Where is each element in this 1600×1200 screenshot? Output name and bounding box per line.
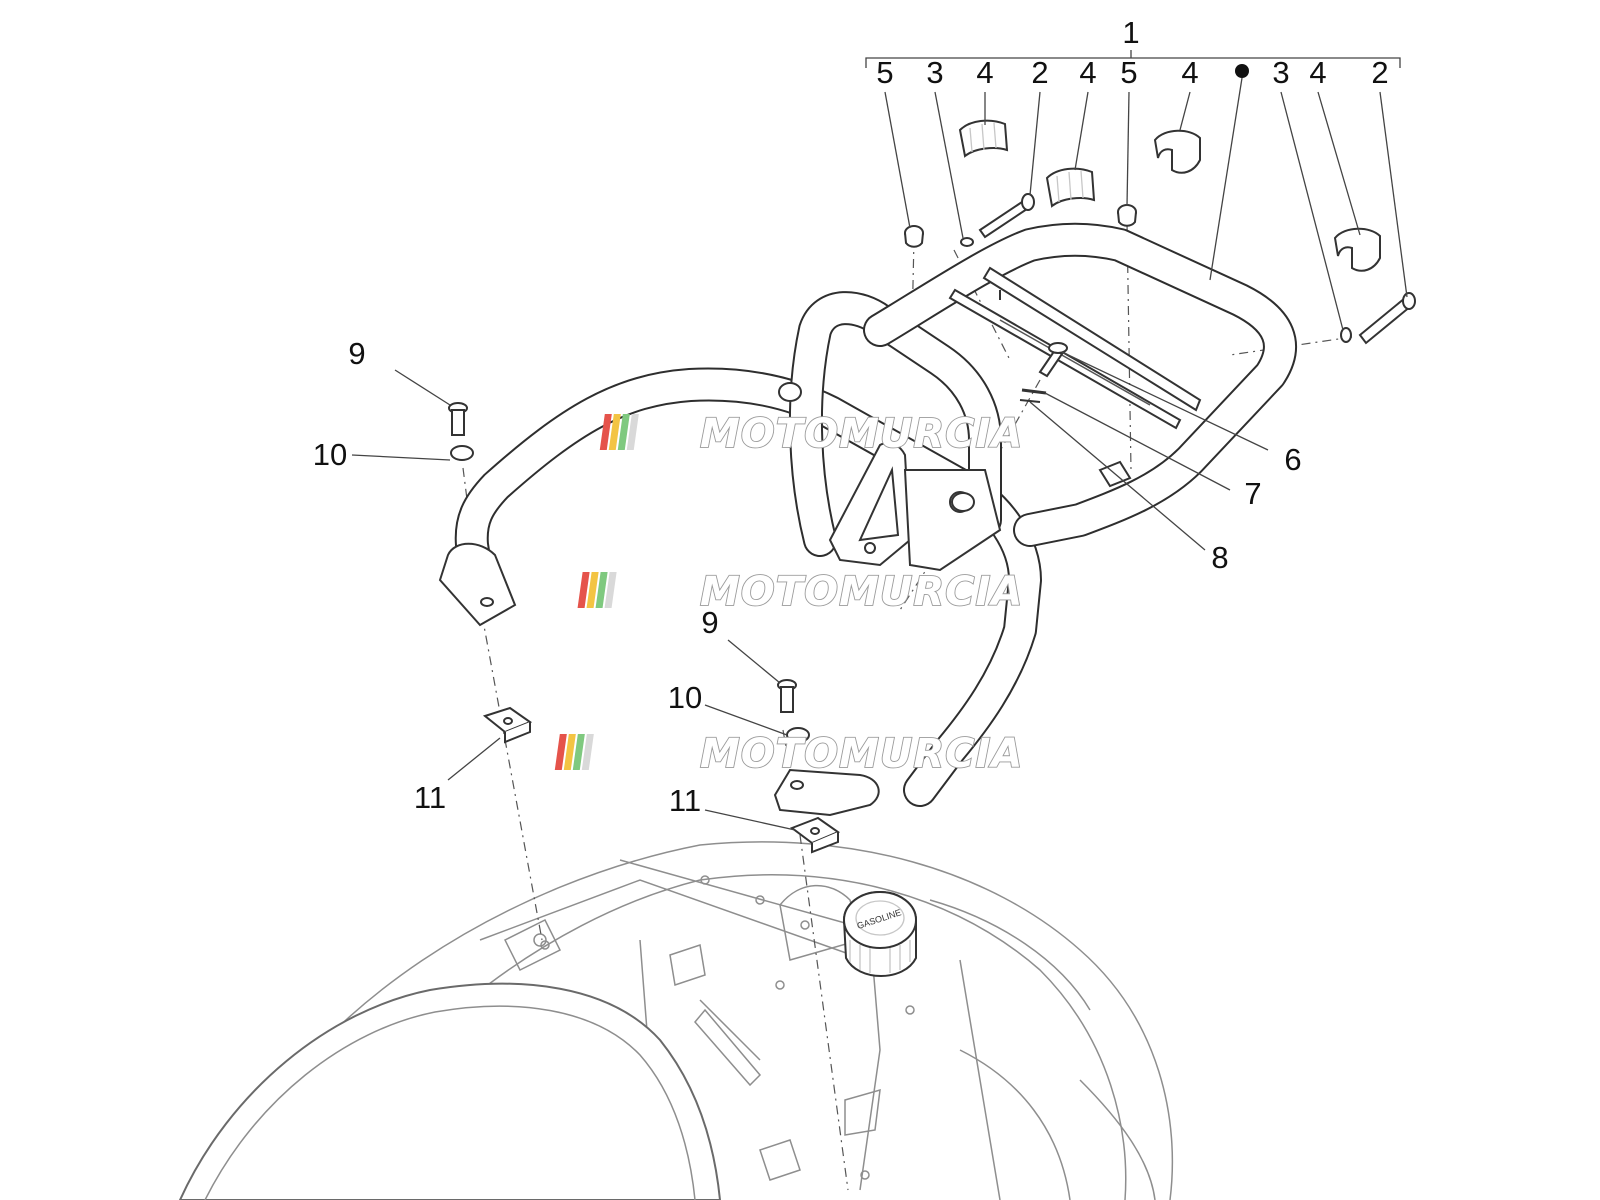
callout-numbers: 1 5 3 4 2 4 5 4 3 4 2 6 7 8 9 10 11 9 10… bbox=[313, 15, 1389, 818]
callout-3: 3 bbox=[926, 55, 943, 90]
callout-8: 8 bbox=[1211, 540, 1228, 575]
callout-4: 4 bbox=[1309, 55, 1326, 90]
callout-9: 9 bbox=[348, 336, 365, 371]
pin-2a bbox=[978, 193, 1035, 239]
callout-4: 4 bbox=[1079, 55, 1096, 90]
left-mounting-foot bbox=[438, 542, 517, 627]
watermark-stripe bbox=[626, 414, 639, 450]
watermark-stripe bbox=[572, 734, 585, 770]
watermark-stripe bbox=[554, 734, 567, 770]
callout-5: 5 bbox=[876, 55, 893, 90]
fuel-cap: GASOLINE bbox=[842, 891, 917, 977]
clip-sleeve-4c bbox=[1153, 129, 1201, 174]
watermark-stripe bbox=[608, 414, 621, 450]
bolt-9b bbox=[777, 679, 797, 713]
callout-9: 9 bbox=[701, 605, 718, 640]
callout-4: 4 bbox=[1181, 55, 1198, 90]
watermark-stripe bbox=[595, 572, 608, 608]
callout-2: 2 bbox=[1031, 55, 1048, 90]
clip-sleeve-4d bbox=[1333, 227, 1381, 272]
kit-marker-dot bbox=[1235, 64, 1249, 78]
callout-11: 11 bbox=[669, 783, 701, 818]
scooter-body: GASOLINE bbox=[178, 841, 1174, 1200]
clip-nut-11b bbox=[789, 816, 841, 854]
callout-5: 5 bbox=[1120, 55, 1137, 90]
bolt-6 bbox=[1038, 342, 1068, 378]
leader-lines bbox=[351, 50, 1408, 831]
clip-nut-11a bbox=[482, 706, 533, 744]
callout-3: 3 bbox=[1272, 55, 1289, 90]
pin-2b bbox=[1358, 292, 1416, 345]
shim-7 bbox=[1021, 388, 1047, 395]
clip-sleeve-4a bbox=[958, 119, 1009, 158]
bolt-9a bbox=[448, 402, 468, 436]
watermark-stripe bbox=[604, 572, 617, 608]
watermark-text: MOTOMURCIA bbox=[700, 731, 1023, 777]
watermark-logo: MOTOMURCIA bbox=[599, 410, 1023, 458]
watermark-stripe bbox=[617, 414, 630, 450]
callout-11: 11 bbox=[414, 780, 446, 815]
watermark-text: MOTOMURCIA bbox=[700, 569, 1023, 615]
washer-8 bbox=[1019, 399, 1041, 403]
watermark-stripe bbox=[563, 734, 576, 770]
callout-2: 2 bbox=[1371, 55, 1388, 90]
cap-5b bbox=[1117, 204, 1137, 227]
clip-sleeve-4b bbox=[1045, 167, 1096, 208]
watermark-logo: MOTOMURCIA bbox=[577, 568, 1023, 616]
watermark-stripe bbox=[581, 734, 594, 770]
watermark-stripe bbox=[577, 572, 590, 608]
rear-rack bbox=[438, 222, 1297, 817]
callout-1: 1 bbox=[1122, 15, 1139, 50]
seat bbox=[178, 982, 722, 1200]
ring-3a bbox=[960, 237, 974, 247]
watermark-text: MOTOMURCIA bbox=[700, 411, 1023, 457]
callout-6: 6 bbox=[1284, 442, 1301, 477]
watermark-stripe bbox=[586, 572, 599, 608]
watermarks: MOTOMURCIA MOTOMURCIA MOTOMURCIA bbox=[554, 410, 1023, 778]
callout-10: 10 bbox=[313, 437, 347, 472]
cap-5a bbox=[904, 225, 924, 248]
watermark-stripe bbox=[599, 414, 612, 450]
watermark-logo: MOTOMURCIA bbox=[554, 730, 1023, 778]
callout-7: 7 bbox=[1244, 476, 1261, 511]
callout-10: 10 bbox=[668, 680, 702, 715]
washer-10a bbox=[450, 445, 474, 461]
callout-4: 4 bbox=[976, 55, 993, 90]
ring-3b bbox=[1340, 327, 1352, 343]
